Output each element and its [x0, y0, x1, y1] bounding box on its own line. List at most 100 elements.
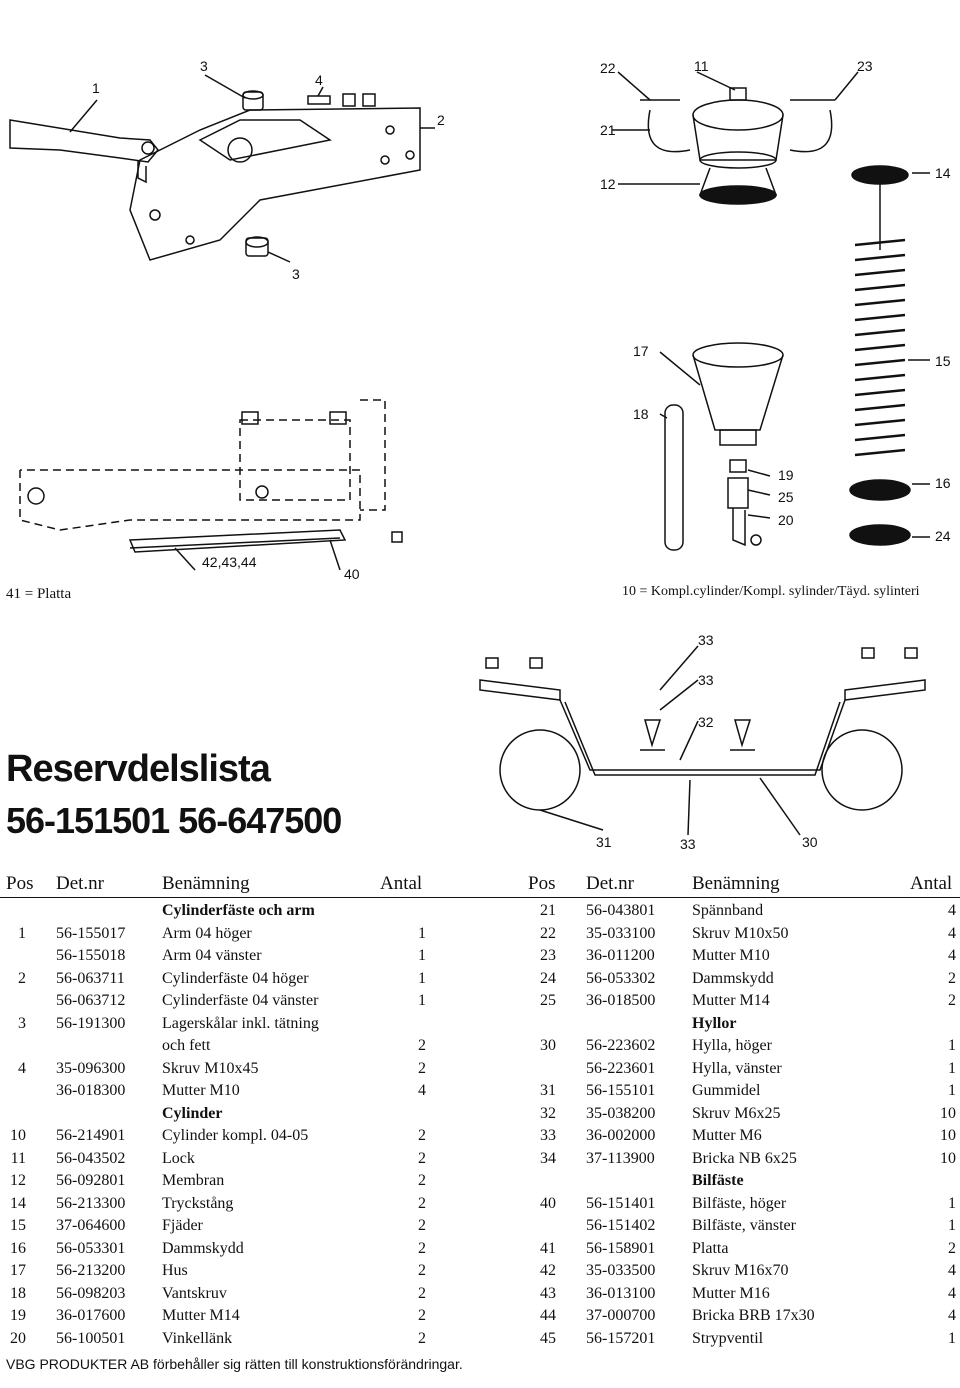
section-heading-row: Cylinder — [0, 1103, 960, 1125]
header-divider — [0, 897, 960, 898]
name-cell: Hylla, höger — [692, 1037, 772, 1054]
qty-cell: 1 — [948, 1217, 956, 1234]
label-12: 12 — [600, 176, 616, 192]
pos-cell: 4 — [18, 1059, 26, 1077]
qty-cell: 4 — [948, 924, 956, 942]
exploded-view-drawing — [9, 71, 930, 836]
name-cell: Cylinderfäste 04 höger — [162, 969, 309, 987]
pos-cell: 40 — [540, 1194, 556, 1212]
detnr-cell: 56-223602 — [586, 1037, 656, 1054]
label-16: 16 — [935, 475, 951, 491]
qty-cell: 2 — [948, 1239, 956, 1257]
name-cell: Platta — [692, 1239, 729, 1257]
pos-cell: 12 — [10, 1172, 26, 1189]
qty-cell: 2 — [418, 1262, 426, 1279]
detnr-cell: 56-100501 — [56, 1329, 126, 1347]
qty-cell: 1 — [948, 1329, 956, 1347]
header-detnr-left: Det.nr — [56, 873, 105, 894]
section-heading: Cylinderfäste och arm — [162, 902, 315, 919]
detnr-cell: 56-053301 — [56, 1239, 126, 1257]
section-heading-row: Hyllor — [0, 1013, 960, 1035]
detnr-cell: 35-096300 — [56, 1059, 126, 1077]
detnr-cell: 36-017600 — [56, 1307, 126, 1324]
pos-cell: 16 — [10, 1239, 26, 1257]
name-cell: Bilfäste, höger — [692, 1194, 787, 1212]
pos-cell: 15 — [10, 1217, 26, 1234]
section-heading: Bilfäste — [692, 1172, 744, 1189]
qty-cell: 1 — [418, 992, 426, 1009]
detnr-cell: 36-002000 — [586, 1127, 656, 1144]
name-cell: Mutter M6 — [692, 1127, 762, 1144]
pos-cell: 45 — [540, 1329, 556, 1347]
pos-cell: 43 — [540, 1284, 556, 1302]
pos-cell: 41 — [540, 1239, 556, 1257]
name-cell: Bricka NB 6x25 — [692, 1149, 797, 1167]
label-24: 24 — [935, 528, 951, 544]
qty-cell: 1 — [418, 969, 426, 987]
detnr-cell: 36-013100 — [586, 1284, 656, 1302]
detnr-cell: 56-213300 — [56, 1194, 126, 1212]
detnr-cell: 56-214901 — [56, 1127, 126, 1144]
qty-cell: 4 — [948, 1262, 956, 1279]
label-40: 40 — [344, 566, 360, 582]
label-4: 4 — [315, 72, 323, 88]
detnr-cell: 56-157201 — [586, 1329, 656, 1347]
detnr-cell: 56-053302 — [586, 969, 656, 987]
pos-cell: 33 — [540, 1127, 556, 1144]
platta-caption: 41 = Platta — [6, 586, 72, 602]
name-cell: Lock — [162, 1149, 195, 1167]
detnr-cell: 37-113900 — [586, 1149, 655, 1167]
qty-cell: 2 — [418, 1127, 426, 1144]
detnr-cell: 36-011200 — [586, 947, 655, 964]
qty-cell: 2 — [418, 1329, 426, 1347]
qty-cell: 2 — [418, 1059, 426, 1077]
pos-cell: 19 — [10, 1307, 26, 1324]
pos-cell: 18 — [10, 1284, 26, 1302]
header-qty-right: Antal — [910, 873, 953, 894]
detnr-cell: 37-000700 — [586, 1307, 656, 1324]
pos-cell: 10 — [10, 1127, 26, 1144]
label-23: 23 — [857, 58, 873, 74]
label-22: 22 — [600, 60, 616, 76]
name-cell: Mutter M14 — [162, 1307, 240, 1324]
detnr-cell: 56-155017 — [56, 924, 126, 942]
pos-cell: 17 — [10, 1262, 26, 1279]
pos-cell: 34 — [540, 1149, 556, 1167]
model-numbers: 56-151501 56-647500 — [6, 800, 342, 841]
detnr-cell: 56-213200 — [56, 1262, 126, 1279]
detnr-cell: 56-155018 — [56, 947, 126, 964]
name-cell: Vinkellänk — [162, 1329, 233, 1347]
qty-cell: 1 — [948, 1194, 956, 1212]
name-cell: Bilfäste, vänster — [692, 1217, 796, 1234]
pos-cell: 23 — [540, 947, 556, 964]
label-1: 1 — [92, 80, 100, 96]
name-cell: Lagerskålar inkl. tätning — [162, 1014, 319, 1032]
qty-cell: 4 — [948, 902, 956, 919]
label-42-43-44: 42,43,44 — [202, 554, 257, 570]
label-21: 21 — [600, 122, 616, 138]
detnr-cell: 56-191300 — [56, 1014, 126, 1032]
detnr-cell: 56-098203 — [56, 1284, 126, 1302]
pos-cell: 1 — [18, 924, 26, 942]
qty-cell: 4 — [948, 1284, 956, 1302]
cylinder-bracket-part — [129, 107, 421, 261]
footer-note: VBG PRODUKTER AB förbehåller sig rätten … — [6, 1356, 463, 1372]
